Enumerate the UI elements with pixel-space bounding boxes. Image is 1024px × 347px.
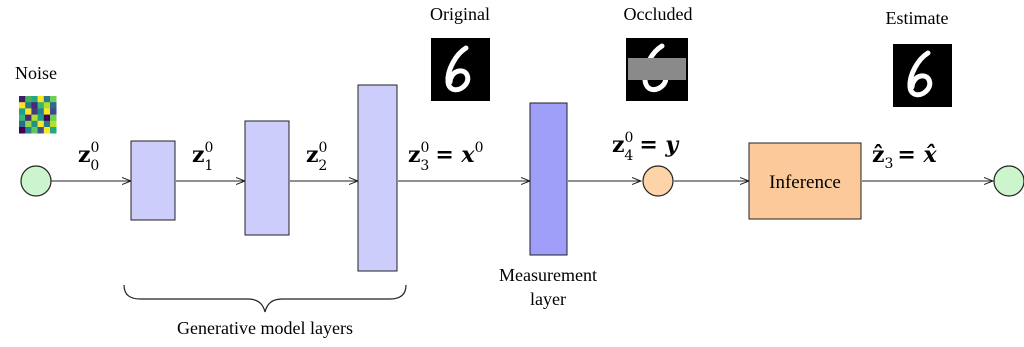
noise-pixel <box>43 102 51 109</box>
original-label: Original <box>430 4 490 24</box>
inference-box <box>748 142 862 220</box>
noise-pixel <box>19 102 26 109</box>
noise-pixel <box>43 96 51 103</box>
measurement-node <box>642 165 674 197</box>
noise-pixel <box>19 108 26 115</box>
gen-layer-1 <box>130 140 176 221</box>
noise-pixel <box>43 127 51 134</box>
edge-label-zhat: ẑ3= x̂ <box>872 142 938 172</box>
noise-pixel <box>25 108 32 115</box>
noise-pixel <box>50 102 57 109</box>
input-node <box>20 165 52 197</box>
noise-pixel <box>19 96 26 103</box>
noise-pixel <box>31 127 38 134</box>
noise-pixel <box>25 102 32 109</box>
noise-pixel <box>43 120 51 128</box>
noise-pixel <box>50 127 57 134</box>
occluded-image <box>626 38 688 101</box>
measurement-layer <box>529 102 568 256</box>
output-node <box>993 165 1024 197</box>
noise-pixel <box>19 120 26 128</box>
noise-pixel <box>37 120 45 128</box>
noise-pixel <box>50 114 57 122</box>
noise-pixel <box>37 102 45 109</box>
gen-layer-3 <box>357 84 398 272</box>
noise-pixel <box>37 108 45 115</box>
estimate-image <box>893 44 952 107</box>
noise-pixel <box>43 114 51 122</box>
generative-layers-label: Generative model layers <box>177 318 353 338</box>
noise-pixel <box>31 102 38 109</box>
noise-pixel <box>50 96 57 103</box>
noise-pixel <box>37 127 45 134</box>
gen-layer-2 <box>244 120 290 236</box>
noise-pixel <box>43 108 51 115</box>
noise-pixel <box>50 120 57 128</box>
noise-pixel <box>37 114 45 122</box>
noise-label: Noise <box>15 63 57 83</box>
noise-pixel <box>31 108 38 115</box>
measurement-label-line1: Measurement <box>499 265 597 285</box>
occluded-label: Occluded <box>624 4 693 24</box>
noise-pixel <box>31 114 38 122</box>
original-image <box>431 38 490 101</box>
noise-pixel <box>19 114 26 122</box>
noise-pixel <box>19 127 26 134</box>
noise-pixel <box>31 120 38 128</box>
noise-pixel <box>25 120 32 128</box>
measurement-label-line2: layer <box>530 289 566 309</box>
noise-image <box>19 96 57 134</box>
noise-pixel <box>25 96 32 103</box>
inference-label: Inference <box>769 172 841 193</box>
noise-pixel <box>31 96 38 103</box>
noise-pixel <box>50 108 57 115</box>
noise-pixel <box>37 96 45 103</box>
estimate-label: Estimate <box>886 8 949 28</box>
noise-pixel <box>25 114 32 122</box>
noise-pixel <box>25 127 32 134</box>
generative-brace <box>123 284 407 313</box>
